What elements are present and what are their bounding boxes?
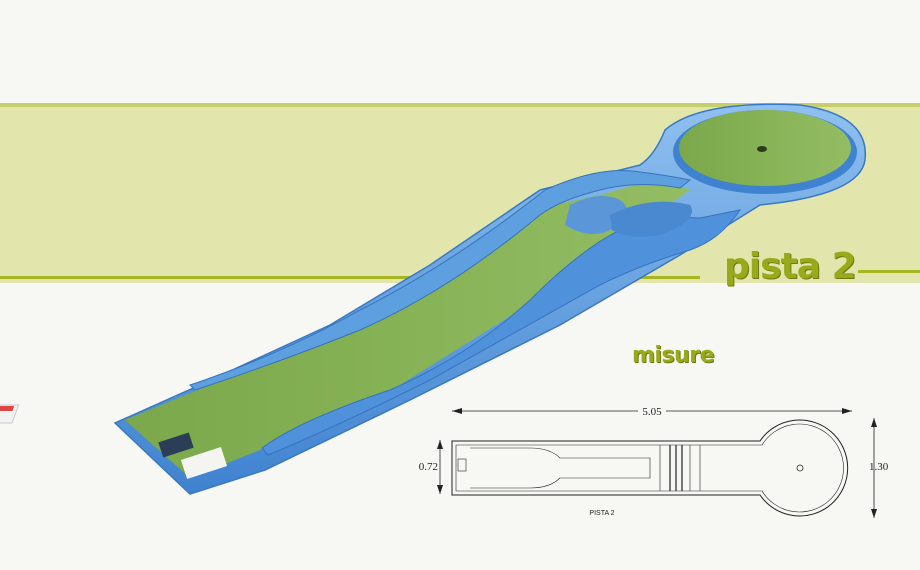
- width-end-arrow-top: [871, 418, 877, 427]
- width-end-label: 1.30: [869, 461, 889, 473]
- lane-green: [125, 178, 690, 478]
- hole: [757, 146, 767, 152]
- header-band-top-line: [0, 103, 920, 107]
- length-label: 5.05: [642, 406, 662, 418]
- section-title: misure: [632, 343, 715, 368]
- lane-bump-2: [610, 201, 692, 237]
- start-pad: [180, 447, 228, 479]
- accent-rule-left: [0, 276, 700, 279]
- drawing-caption: PISTA 2: [589, 510, 614, 517]
- tee-mat: [158, 432, 194, 458]
- hole-outline: [796, 464, 804, 472]
- width-start-label: 0.72: [419, 461, 438, 473]
- length-arrow-left: [452, 408, 462, 414]
- width-start-arrow-bottom: [437, 485, 443, 494]
- right-wall: [261, 209, 742, 456]
- tee-outline: [457, 458, 467, 472]
- left-wall: [189, 169, 692, 391]
- width-start-arrow-top: [437, 440, 443, 449]
- lane-outline: [470, 447, 651, 489]
- track-outline: [451, 419, 849, 517]
- start-flag: [0, 406, 15, 411]
- accent-rule-right: [858, 270, 920, 273]
- page-title: pista 2: [724, 246, 857, 287]
- width-end-arrow-bottom: [871, 509, 877, 518]
- length-arrow-right: [842, 408, 852, 414]
- track-outline-inner: [455, 423, 844, 513]
- length-label-bg: [638, 404, 666, 418]
